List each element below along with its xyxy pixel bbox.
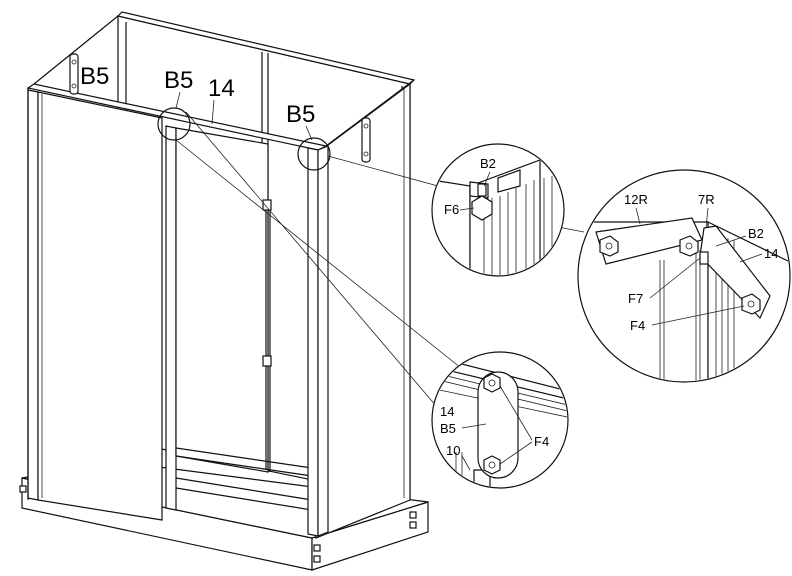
detail-right-14-label: 14 (764, 246, 778, 261)
right-front-post (307, 145, 329, 537)
detail-right-12r-label: 12R (624, 192, 648, 207)
detail-top-b2-label: B2 (480, 156, 496, 171)
label-part-14: 14 (208, 75, 235, 102)
detail-right-7r-label: 7R (698, 192, 715, 207)
label-b5-mid: B5 (164, 67, 193, 94)
detail-bottom-10-label: 10 (446, 443, 460, 458)
bracket-right (361, 117, 371, 163)
detail-bottom-f4-label: F4 (534, 434, 549, 449)
sliding-door (165, 125, 272, 511)
detail-right-circle (577, 169, 791, 383)
callout-circle-mid (157, 107, 191, 141)
detail-bottom-b5-label: B5 (440, 421, 456, 436)
detail-right-b2-label: B2 (748, 226, 764, 241)
top-front-rail (26, 15, 415, 500)
detail-right-f4-label: F4 (630, 318, 645, 333)
callout-circle-right (297, 137, 331, 171)
detail-bottom-14-label: 14 (440, 404, 454, 419)
detail-top-circle (431, 143, 565, 277)
bottom-rails (175, 447, 313, 511)
left-end-panel (27, 89, 163, 521)
shower-enclosure-frame (19, 11, 429, 571)
label-b5-left: B5 (80, 63, 109, 90)
detail-top-f6-label: F6 (444, 202, 459, 217)
detail-bottom-circle (431, 351, 569, 489)
detail-right-f7-label: F7 (628, 291, 643, 306)
bracket-left (69, 53, 79, 95)
label-b5-right: B5 (286, 101, 315, 128)
